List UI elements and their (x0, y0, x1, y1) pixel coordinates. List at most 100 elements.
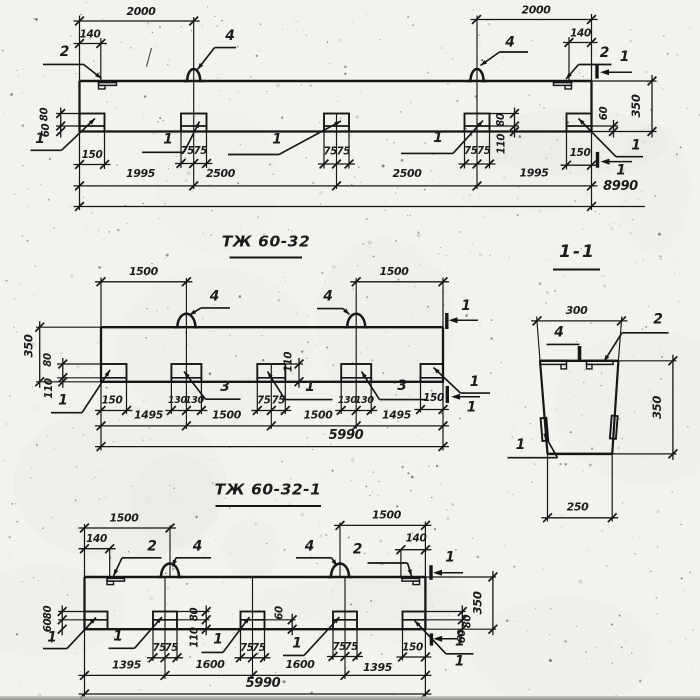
noise-dot (650, 222, 652, 224)
noise-dot (282, 680, 286, 684)
noise-dot (167, 168, 169, 170)
noise-dot (434, 396, 435, 398)
noise-dot (175, 156, 177, 158)
noise-dot (409, 214, 411, 217)
noise-dot (228, 507, 231, 509)
noise-dot (646, 81, 649, 84)
noise-dot (539, 104, 541, 106)
noise-dot (689, 571, 692, 574)
noise-dot (180, 26, 182, 28)
noise-dot (31, 386, 34, 388)
arrow-head (566, 72, 572, 79)
noise-dot (411, 317, 413, 319)
dim-tick (95, 276, 107, 287)
dim-tick (437, 420, 449, 431)
noise-dot (281, 460, 283, 463)
noise-dot (691, 23, 693, 24)
dim-value-rotated: 80 (190, 608, 201, 622)
noise-dot (45, 222, 47, 223)
noise-dot (294, 451, 296, 453)
noise-dot (106, 100, 109, 104)
noise-dot (344, 129, 345, 131)
dim-tick (166, 405, 177, 416)
dim-value: 150 (102, 395, 123, 407)
noise-dot (404, 607, 406, 609)
noise-dot (247, 349, 248, 350)
dim-tick (331, 158, 342, 170)
noise-dot (231, 663, 232, 665)
noise-dot (496, 88, 497, 90)
noise-dot (439, 268, 441, 270)
noise-dot (521, 437, 523, 439)
noise-dot (72, 427, 74, 429)
section-cut-label: 1 (467, 400, 477, 416)
noise-dot (363, 198, 365, 200)
noise-dot (212, 329, 214, 331)
dim-value-rotated: 350 (629, 94, 643, 117)
noise-dot (302, 158, 304, 160)
noise-dot (690, 668, 692, 669)
noise-dot (98, 498, 100, 500)
noise-dot (493, 113, 495, 115)
leader-label: 3 (397, 378, 407, 394)
noise-dot (248, 659, 250, 661)
dim-tick (471, 14, 482, 25)
noise-dot (16, 69, 18, 72)
dim-tick (181, 420, 192, 431)
noise-dot (368, 254, 371, 256)
noise-dot (151, 31, 154, 34)
noise-smudge (379, 539, 383, 543)
dim-tick (531, 315, 543, 326)
dim-tick (201, 158, 212, 169)
noise-dot (660, 355, 664, 359)
arrow-head (184, 371, 190, 378)
noise-dot (388, 552, 389, 554)
dim-tick (608, 126, 619, 137)
noise-dot (518, 135, 522, 138)
top-embed-plate (552, 81, 573, 87)
noise-dot (687, 426, 689, 428)
noise-dot (664, 504, 666, 506)
noise-dot (675, 153, 679, 156)
noise-dot (265, 542, 268, 545)
noise-dot (467, 162, 468, 164)
noise-dot (52, 618, 54, 620)
noise-dot (21, 124, 25, 127)
noise-dot (513, 402, 515, 404)
top-embed-plate-lip (106, 580, 115, 586)
noise-dot (427, 380, 430, 383)
noise-dot (70, 34, 73, 37)
noise-dot (193, 513, 195, 515)
dim-tick (57, 372, 68, 383)
noise-dot (329, 252, 331, 254)
dim-tick (487, 571, 498, 583)
noise-dot (419, 565, 421, 567)
noise-dot (571, 62, 572, 64)
noise-dot (546, 179, 548, 181)
noise-dot (352, 288, 355, 290)
noise-dot (556, 249, 558, 252)
dim-value: 75 (164, 643, 178, 654)
dim-value: 140 (570, 28, 591, 40)
noise-smudge (327, 555, 332, 561)
dim-value: 75 (464, 146, 478, 157)
dim-value-rotated: 80 (43, 606, 54, 620)
dim-tick (542, 512, 553, 523)
noise-dot (366, 13, 368, 14)
noise-dot (212, 459, 214, 460)
dim-tick (437, 276, 449, 287)
noise-dot (287, 228, 290, 231)
noise-smudge (337, 38, 342, 43)
noise-dot (291, 230, 293, 232)
arrow-head (600, 69, 609, 76)
noise-dot (256, 652, 259, 655)
noise-dot (298, 633, 299, 635)
noise-dot (372, 378, 374, 379)
dim-value-rotated: 80 (40, 108, 51, 122)
noise-dot (198, 651, 200, 653)
noise-dot (394, 394, 397, 396)
dim-tick (331, 180, 342, 191)
noise-dot (600, 106, 603, 109)
noise-dot (441, 400, 443, 402)
